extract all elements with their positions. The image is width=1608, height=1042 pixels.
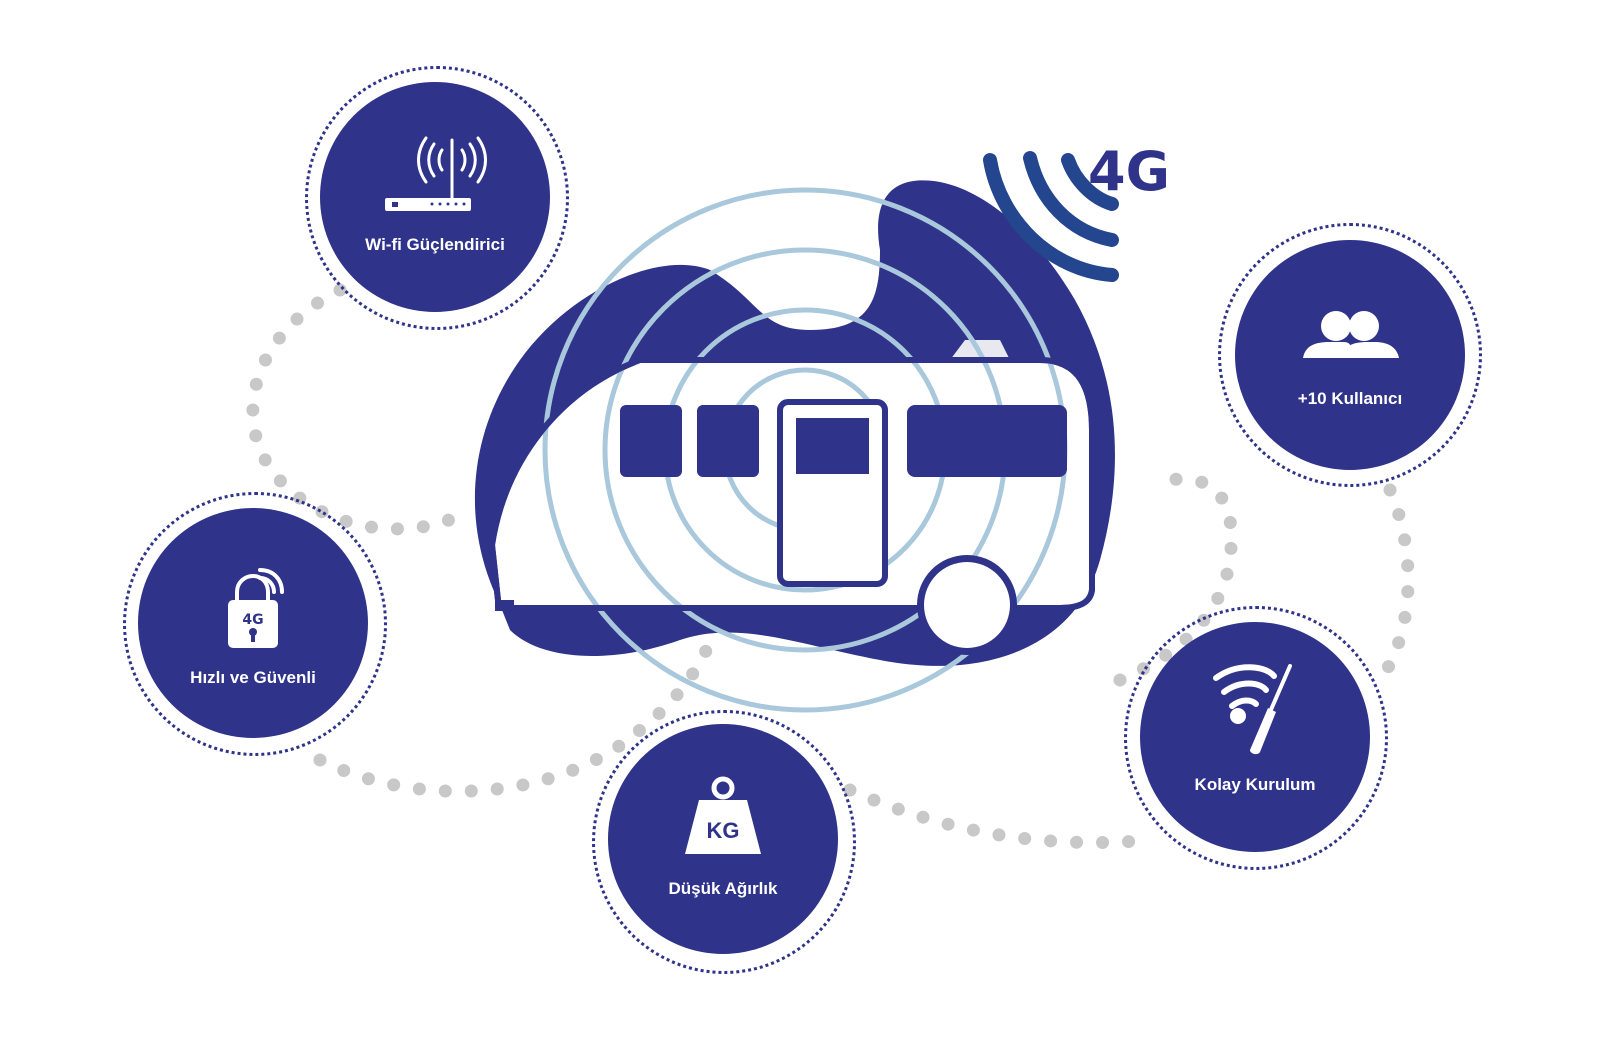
feature-label: +10 Kullanıcı: [1297, 389, 1403, 408]
lock-badge-text: 4G: [242, 612, 263, 628]
feature-ring-users: [1218, 223, 1482, 487]
caravan-window: [907, 405, 1067, 477]
feature-label: Wi-fi Güçlendirici: [365, 235, 505, 254]
caravan-icon: [488, 187, 1095, 713]
connector-users: [1373, 483, 1415, 687]
feature-label: Kolay Kurulum: [1194, 775, 1316, 794]
feature-ring-wifi: [305, 66, 569, 330]
feature-users: +10 Kullanıcı: [1235, 240, 1465, 470]
feature-weight: KG Düşük Ağırlık: [608, 724, 838, 954]
feature-ring-install: [1124, 606, 1388, 870]
wifi-screwdriver-icon: [1213, 664, 1292, 755]
connector-secure: [313, 633, 719, 798]
lock-4g-icon: 4G: [228, 568, 284, 648]
feature-label: Düşük Ağırlık: [668, 879, 778, 898]
connector-weight: [843, 783, 1157, 850]
feature-secure: 4G Hızlı ve Güvenli: [138, 508, 368, 738]
caravan-window: [697, 405, 759, 477]
feature-wifi: Wi-fi Güçlendirici: [320, 82, 550, 312]
feature-label: Hızlı ve Güvenli: [190, 668, 316, 687]
weight-icon: KG: [685, 776, 761, 854]
weight-text: KG: [707, 818, 740, 843]
feature-ring-secure: [123, 492, 387, 756]
caravan-window: [620, 405, 682, 477]
signal-4g-icon: [983, 151, 1119, 282]
feature-install: Kolay Kurulum: [1140, 622, 1370, 852]
caravan-door-window: [796, 418, 869, 474]
feature-ring-weight: [592, 710, 856, 974]
connector-wifi: [246, 283, 477, 536]
router-icon: [385, 136, 487, 211]
users-icon: [1303, 311, 1399, 358]
network-badge: 4G: [1088, 140, 1170, 203]
